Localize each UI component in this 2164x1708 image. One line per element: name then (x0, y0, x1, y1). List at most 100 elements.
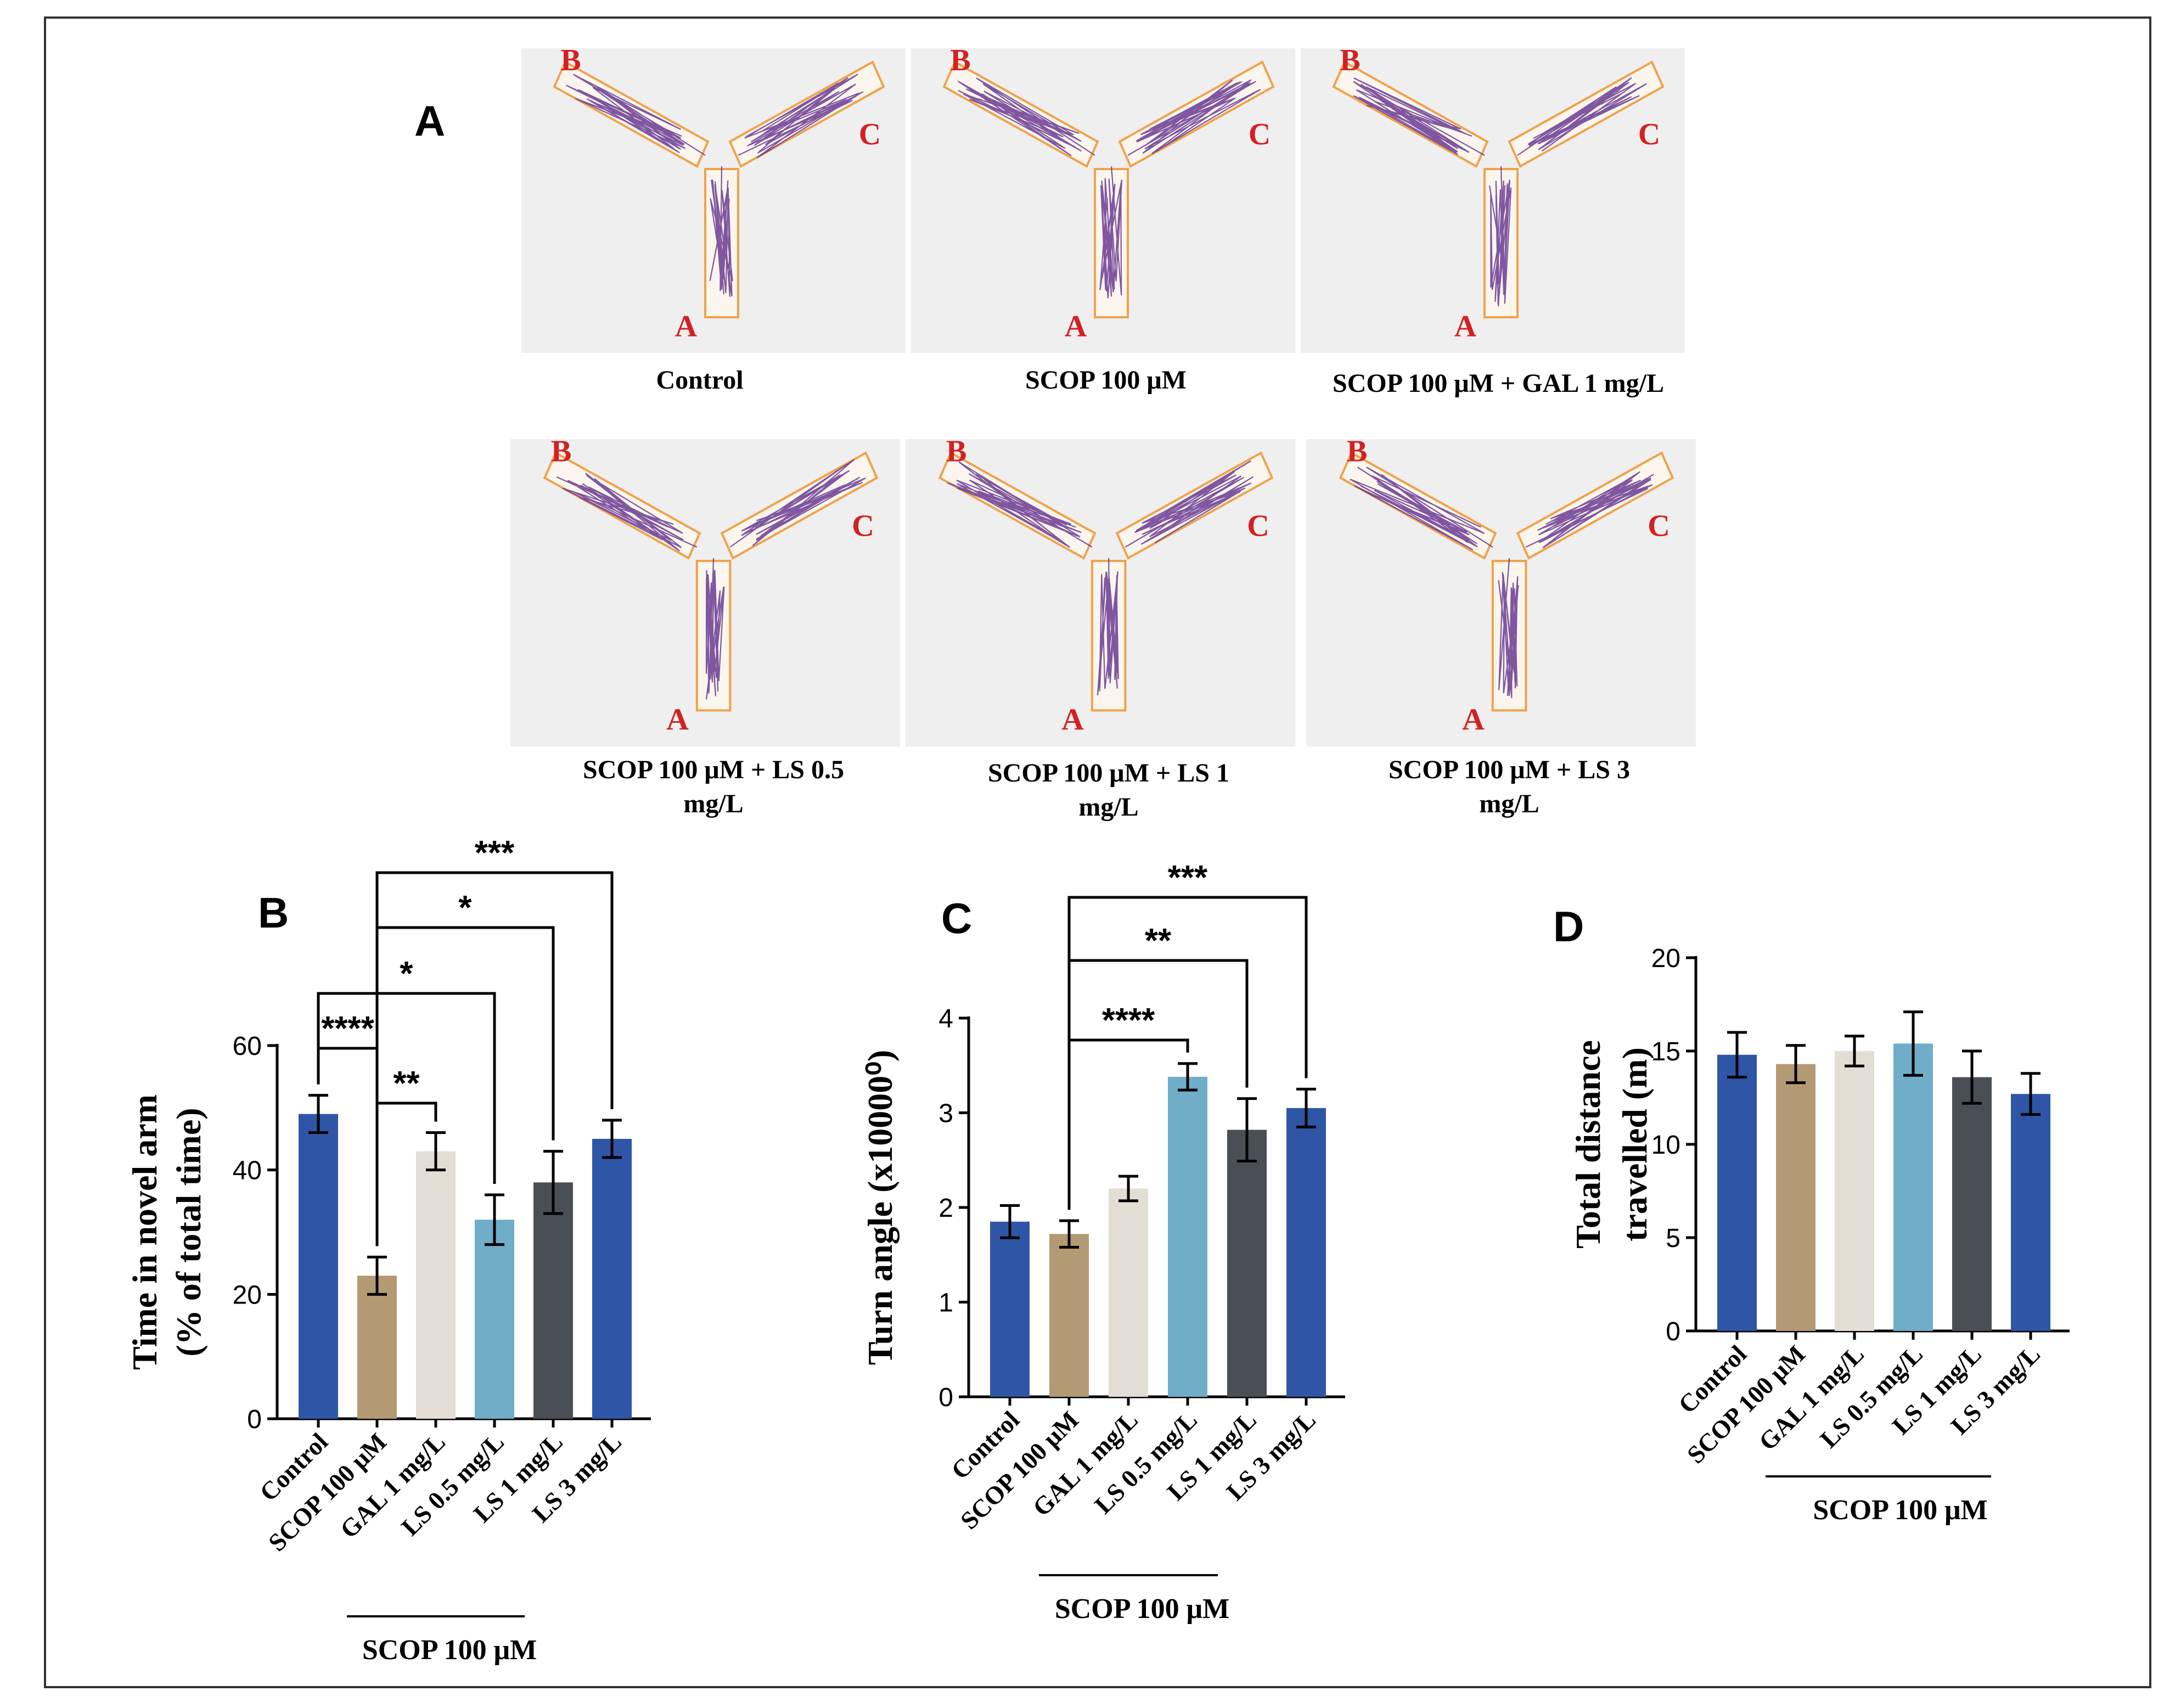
arm-label-b: B (1347, 439, 1368, 468)
bar (1776, 1064, 1815, 1331)
bar (357, 1276, 397, 1419)
y-tick-label: 0 (1666, 1317, 1680, 1346)
group-label: SCOP 100 μM (1813, 1494, 1987, 1526)
bar (1717, 1054, 1757, 1331)
y-tick-label: 20 (233, 1280, 262, 1310)
maze-tile-control: A B C (521, 48, 906, 353)
panel-letter: C (941, 894, 972, 942)
arm-label-a: A (1462, 703, 1485, 737)
significance-label: ** (393, 1065, 420, 1103)
y-tick-label: 1 (938, 1289, 953, 1318)
arm-label-a: A (1065, 310, 1087, 344)
ymaze-track-ls05: A B C (543, 439, 879, 737)
movement-track (709, 166, 733, 297)
group-label: SCOP 100 μM (362, 1634, 537, 1666)
movement-track (1097, 558, 1119, 695)
caption-gal: SCOP 100 μM + GAL 1 mg/L (1333, 369, 1664, 398)
arm-label-b: B (950, 48, 970, 77)
significance-label: * (400, 955, 413, 993)
y-tick-label: 0 (938, 1383, 953, 1412)
y-axis-label: Turn angle (x10000⁰) (861, 1050, 900, 1365)
y-axis-label: (% of total time) (169, 1108, 208, 1356)
significance-label: ** (1145, 922, 1172, 960)
y-tick-label: 15 (1651, 1037, 1680, 1066)
bar (1952, 1077, 1992, 1331)
arm-label-b: B (946, 439, 967, 468)
bar (299, 1114, 338, 1419)
movement-track (1525, 471, 1654, 549)
y-tick-label: 4 (938, 1004, 953, 1033)
movement-track (1350, 467, 1493, 550)
y-axis-label: travelled (m) (1615, 1047, 1654, 1241)
significance-bracket (317, 992, 496, 1184)
ymaze-track-scop: ABC (942, 48, 1275, 344)
significance-label: * (458, 889, 472, 927)
bar (592, 1139, 632, 1419)
ymaze-track-control: A B C (553, 48, 885, 344)
y-axis-label: Time in novel arm (125, 1094, 164, 1370)
movement-track (1099, 166, 1123, 299)
ymaze-track-ls3: A B C (1339, 439, 1674, 737)
arm-label-c: C (1247, 509, 1269, 543)
arm-label-b: B (560, 48, 581, 77)
movement-track (566, 74, 706, 156)
movement-track (729, 459, 866, 548)
arm-label-c: C (852, 509, 874, 543)
movement-track (1498, 558, 1519, 698)
maze-tile-ls3: A B C (1306, 439, 1696, 746)
panel-letter: B (258, 889, 289, 937)
movement-track (1353, 77, 1485, 156)
movement-track (1127, 79, 1261, 156)
caption-ls05: SCOP 100 μM + LS 0.5 mg/L (583, 755, 844, 818)
arm-label-a: A (1454, 310, 1477, 344)
movement-track (1488, 166, 1512, 306)
caption-control: Control (656, 366, 744, 395)
significance-label: *** (1168, 859, 1208, 897)
movement-track (705, 558, 725, 700)
significance-bracket (375, 1102, 437, 1246)
panel-letter-a: A (414, 97, 446, 145)
y-tick-label: 3 (938, 1099, 953, 1128)
bar (2011, 1094, 2050, 1331)
bar (416, 1151, 456, 1419)
group-label: SCOP 100 μM (1055, 1593, 1229, 1625)
movement-track (556, 473, 698, 552)
arm-label-a: A (675, 310, 698, 344)
arm-label-b: B (551, 439, 572, 468)
significance-bracket (1067, 1038, 1189, 1210)
bar (1893, 1043, 1933, 1331)
arm-label-b: B (1340, 48, 1360, 77)
y-tick-label: 10 (1651, 1131, 1680, 1160)
y-tick-label: 40 (233, 1156, 262, 1186)
y-tick-label: 60 (233, 1032, 262, 1061)
movement-track (947, 461, 1093, 548)
panel-letter: D (1553, 902, 1584, 951)
bar (533, 1182, 573, 1419)
maze-tile-gal: A B C (1301, 48, 1685, 353)
arm-label-c: C (1638, 117, 1660, 151)
arm-label-c: C (1648, 509, 1670, 543)
bar (1835, 1051, 1874, 1331)
ymaze-track-gal: A B C (1332, 48, 1665, 344)
bar (475, 1220, 514, 1419)
caption-ls1: SCOP 100 μM + LS 1 mg/L (988, 759, 1229, 822)
movement-track (738, 74, 864, 159)
y-tick-label: 0 (247, 1405, 262, 1434)
bar (1168, 1076, 1207, 1397)
significance-label: **** (321, 1010, 374, 1048)
significance-bracket (1067, 959, 1249, 1210)
caption-ls3: SCOP 100 μM + LS 3 mg/L (1389, 755, 1630, 818)
arm-label-a: A (666, 703, 689, 737)
y-tick-label: 5 (1666, 1224, 1680, 1253)
y-axis-label: Total distance (1569, 1040, 1607, 1249)
caption-scop: SCOP 100 μM (1025, 366, 1187, 395)
arm-label-c: C (859, 117, 881, 151)
bar (1109, 1188, 1148, 1397)
significance-label: **** (1102, 1002, 1155, 1040)
movement-track (957, 77, 1095, 156)
